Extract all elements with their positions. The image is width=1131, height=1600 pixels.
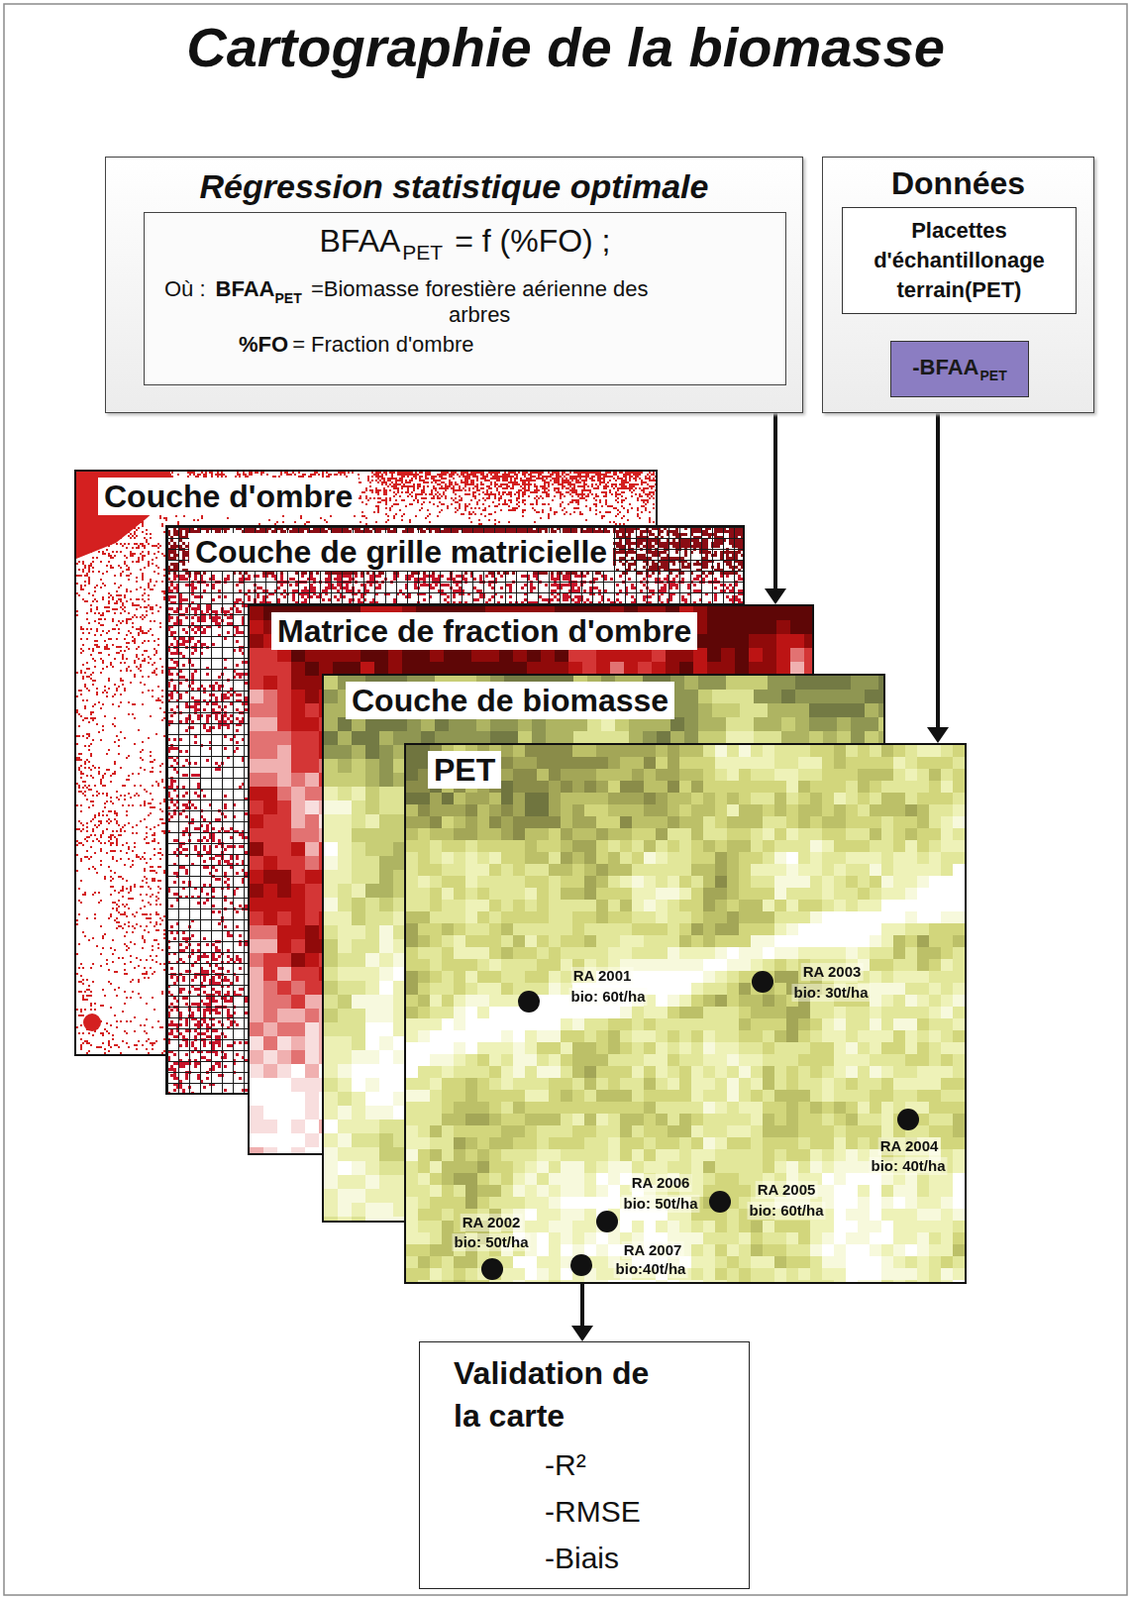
arrow-head	[764, 588, 787, 605]
layer-label: Couche de biomasse	[351, 681, 669, 720]
definition-text: = Fraction d'ombre	[292, 331, 474, 357]
connector-arrow	[764, 412, 787, 605]
data-panel: Placettes d'échantillonage terrain(PET) -…	[822, 156, 1095, 413]
definition-symbol: %FO	[238, 331, 289, 357]
panel-heading: Données	[891, 163, 1026, 204]
plot-label-anchor: RA 2007	[621, 1240, 685, 1259]
plot-label-anchor: RA 2003	[801, 962, 864, 981]
plot-label-anchor: bio: 60t/ha	[568, 987, 647, 1006]
layer-label-plate: Couche de grille matricielle	[189, 532, 614, 571]
plot-label-anchor: bio: 30t/ha	[791, 983, 870, 1002]
field-plots-box: Placettes d'échantillonage terrain(PET)	[841, 206, 1077, 314]
diagram-title: Cartographie de la biomasse	[186, 15, 945, 80]
validation-box: Validation de la carte-R²-RMSE-Biais	[418, 1340, 750, 1589]
plot-label: bio: 40t/ha	[868, 1156, 947, 1175]
plot-label-anchor: bio: 50t/ha	[620, 1194, 700, 1213]
plot-label: bio: 50t/ha	[451, 1233, 530, 1251]
biomass-data-box: -BFAAPET	[890, 340, 1029, 398]
layer-label-plate: Couche d'ombre	[98, 477, 359, 515]
box-text: Placettes d'échantillonage terrain(PET)	[848, 215, 1070, 306]
regression-panel: BFAAPET= f (%FO) ;Où :BFAAPET=Biomasse f…	[104, 156, 804, 413]
heading-line: Validation de la carte	[419, 1341, 749, 1438]
formula-subscript: PET	[402, 240, 443, 264]
box-subscript: PET	[979, 367, 1007, 384]
plot-label-anchor: bio: 60t/ha	[746, 1201, 825, 1220]
connector-line	[935, 412, 940, 729]
plot-label: bio: 60t/ha	[568, 987, 647, 1006]
panel-heading: Régression statistique optimale	[200, 165, 710, 207]
plot-label: bio:40t/ha	[614, 1259, 689, 1278]
definition-word: Où :	[164, 276, 206, 303]
plot-label-anchor: RA 2002	[460, 1213, 523, 1232]
metric-item: -RMSE	[544, 1487, 749, 1535]
plot-label-anchor: bio: 40t/ha	[868, 1156, 947, 1175]
plot-label-anchor: RA 2005	[755, 1180, 819, 1199]
definition-text: =Biomasse forestière aérienne des arbres	[304, 276, 656, 328]
layer-label: Couche d'ombre	[103, 477, 353, 515]
layer-label: Matrice de fraction d'ombre	[277, 612, 692, 650]
layer-label: PET	[433, 750, 496, 789]
formula-term: = f (%FO) ;	[454, 222, 611, 259]
connector-line	[773, 412, 778, 591]
box-text: -BFAA	[912, 354, 979, 380]
arrow-head	[571, 1325, 594, 1341]
title-wrap: Cartographie de la biomasse	[0, 15, 1131, 80]
layer-label: Couche de grille matricielle	[195, 532, 608, 571]
plot-label-anchor: RA 2006	[629, 1173, 693, 1192]
plot-label: RA 2006	[629, 1173, 693, 1192]
formula-box: BFAAPET= f (%FO) ;Où :BFAAPET=Biomasse f…	[143, 211, 787, 386]
box-heading: Validation de la carte	[453, 1351, 677, 1438]
metric-item: -Biais	[544, 1534, 749, 1581]
plot-label: RA 2001	[571, 966, 634, 985]
heading-line: Données	[822, 157, 1094, 204]
plot-label-anchor: RA 2001	[571, 966, 634, 985]
plot-label: bio: 60t/ha	[746, 1201, 825, 1220]
plot-label: RA 2007	[621, 1240, 685, 1259]
plot-label: RA 2003	[801, 962, 864, 981]
connector-line	[580, 1283, 585, 1328]
plot-label-anchor: bio:40t/ha	[614, 1259, 689, 1278]
arrow-head	[926, 726, 949, 743]
plot-label-anchor: RA 2004	[878, 1136, 941, 1155]
layer-label-plate: PET	[427, 750, 502, 789]
box-line: -BFAAPET	[912, 354, 1007, 385]
layer-label-plate: Couche de biomasse	[345, 681, 675, 720]
plot-label: bio: 50t/ha	[620, 1194, 700, 1213]
connector-arrow	[926, 412, 949, 743]
plot-label-anchor: bio: 50t/ha	[451, 1233, 530, 1251]
plot-label: RA 2005	[755, 1180, 819, 1199]
definition-line: Où : BFAAPET=Biomasse forestière aérienne…	[144, 276, 786, 328]
heading-line: Régression statistique optimale	[105, 157, 803, 207]
connector-arrow	[571, 1283, 594, 1341]
layer-label-plate: Matrice de fraction d'ombre	[271, 612, 698, 650]
plot-label: bio: 30t/ha	[791, 983, 870, 1002]
definition-subscript: PET	[274, 290, 302, 307]
definition-line: %FO= Fraction d'ombre	[144, 331, 786, 362]
formula-term: BFAA	[319, 222, 402, 259]
metric-list: -R²-RMSE-Biais	[419, 1440, 749, 1581]
plot-label: RA 2004	[878, 1136, 941, 1155]
formula-line: BFAAPET = f (%FO) ;	[144, 222, 786, 267]
frame-rect	[3, 3, 1128, 1595]
metric-item: -R²	[544, 1440, 749, 1488]
definition-symbol: BFAA	[215, 276, 276, 303]
plot-label: RA 2002	[460, 1213, 523, 1232]
